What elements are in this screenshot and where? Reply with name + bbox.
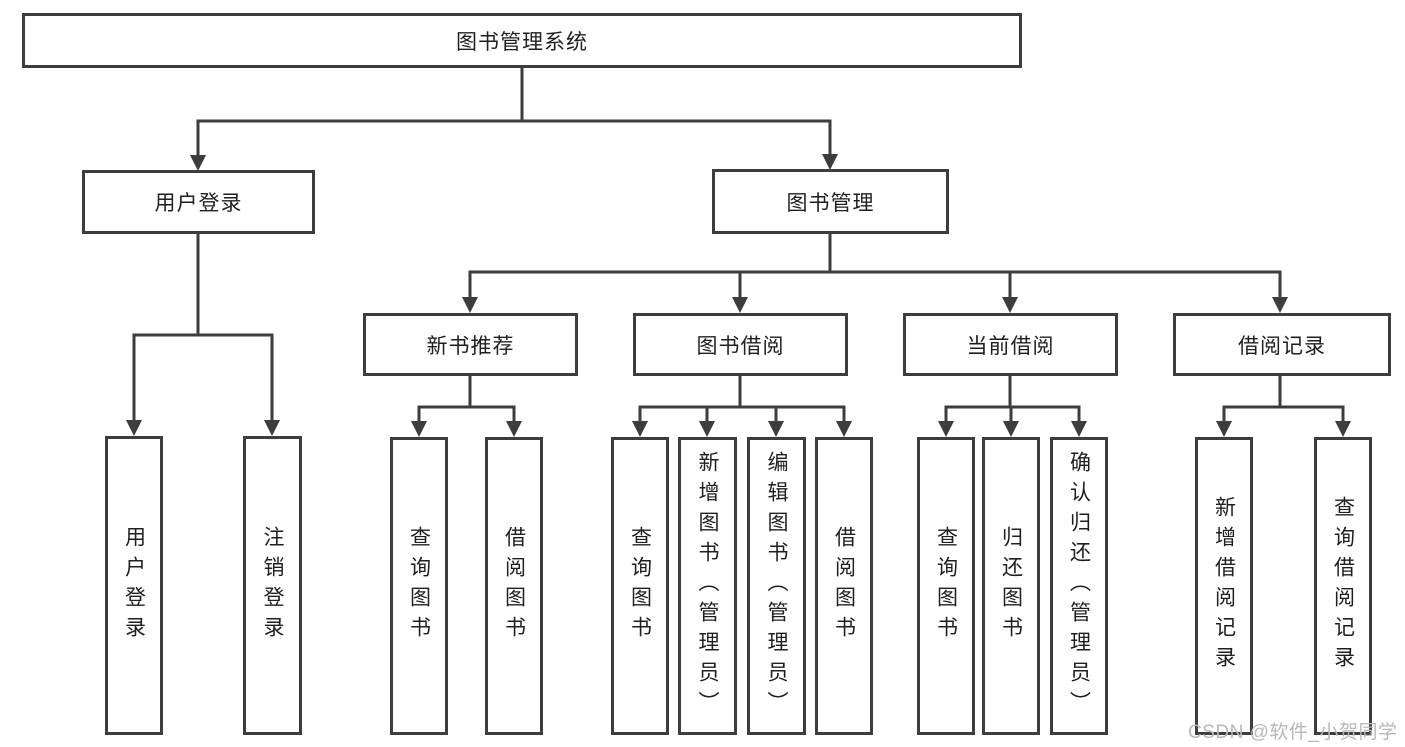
node-new-book-recommend: 新书推荐 bbox=[363, 313, 578, 376]
leaf-logout: 注销登录 bbox=[243, 436, 302, 735]
connector-bookborrow-to-children bbox=[632, 376, 852, 437]
node-book-mgmt-branch: 图书管理 bbox=[712, 169, 949, 234]
leaf-user-login: 用户登录 bbox=[105, 436, 163, 735]
node-current-borrow: 当前借阅 bbox=[903, 313, 1118, 376]
node-user-login-branch: 用户登录 bbox=[82, 170, 315, 234]
connector-borrowrecords-to-children bbox=[1216, 376, 1351, 437]
node-borrow-records: 借阅记录 bbox=[1173, 313, 1391, 376]
connector-bookmgmt-to-level3 bbox=[462, 234, 1288, 313]
leaf-bb-query-book: 查询图书 bbox=[611, 437, 669, 735]
leaf-cb-confirm-return-admin: 确认归还（管理员） bbox=[1050, 437, 1108, 735]
leaf-bb-edit-book-admin: 编辑图书（管理员） bbox=[747, 437, 806, 735]
leaf-bb-add-book-admin: 新增图书（管理员） bbox=[678, 437, 737, 735]
leaf-bb-borrow-book: 借阅图书 bbox=[815, 437, 873, 735]
leaf-cb-query-book: 查询图书 bbox=[917, 437, 975, 735]
leaf-br-query-record: 查询借阅记录 bbox=[1314, 437, 1372, 735]
connector-userlogin-to-children bbox=[126, 234, 280, 436]
connector-newbookrec-to-children bbox=[411, 376, 522, 437]
csdn-watermark: CSDN @软件_小贺同学 bbox=[1188, 722, 1398, 743]
node-book-borrow: 图书借阅 bbox=[633, 313, 848, 376]
leaf-br-add-record: 新增借阅记录 bbox=[1195, 437, 1253, 735]
connector-root-to-level2 bbox=[190, 68, 838, 171]
connector-currentborrow-to-children bbox=[938, 376, 1087, 437]
leaf-cb-return-book: 归还图书 bbox=[982, 437, 1040, 735]
leaf-rec-borrow-book: 借阅图书 bbox=[485, 437, 543, 735]
node-root-system: 图书管理系统 bbox=[22, 13, 1022, 68]
leaf-rec-query-book: 查询图书 bbox=[390, 437, 448, 735]
